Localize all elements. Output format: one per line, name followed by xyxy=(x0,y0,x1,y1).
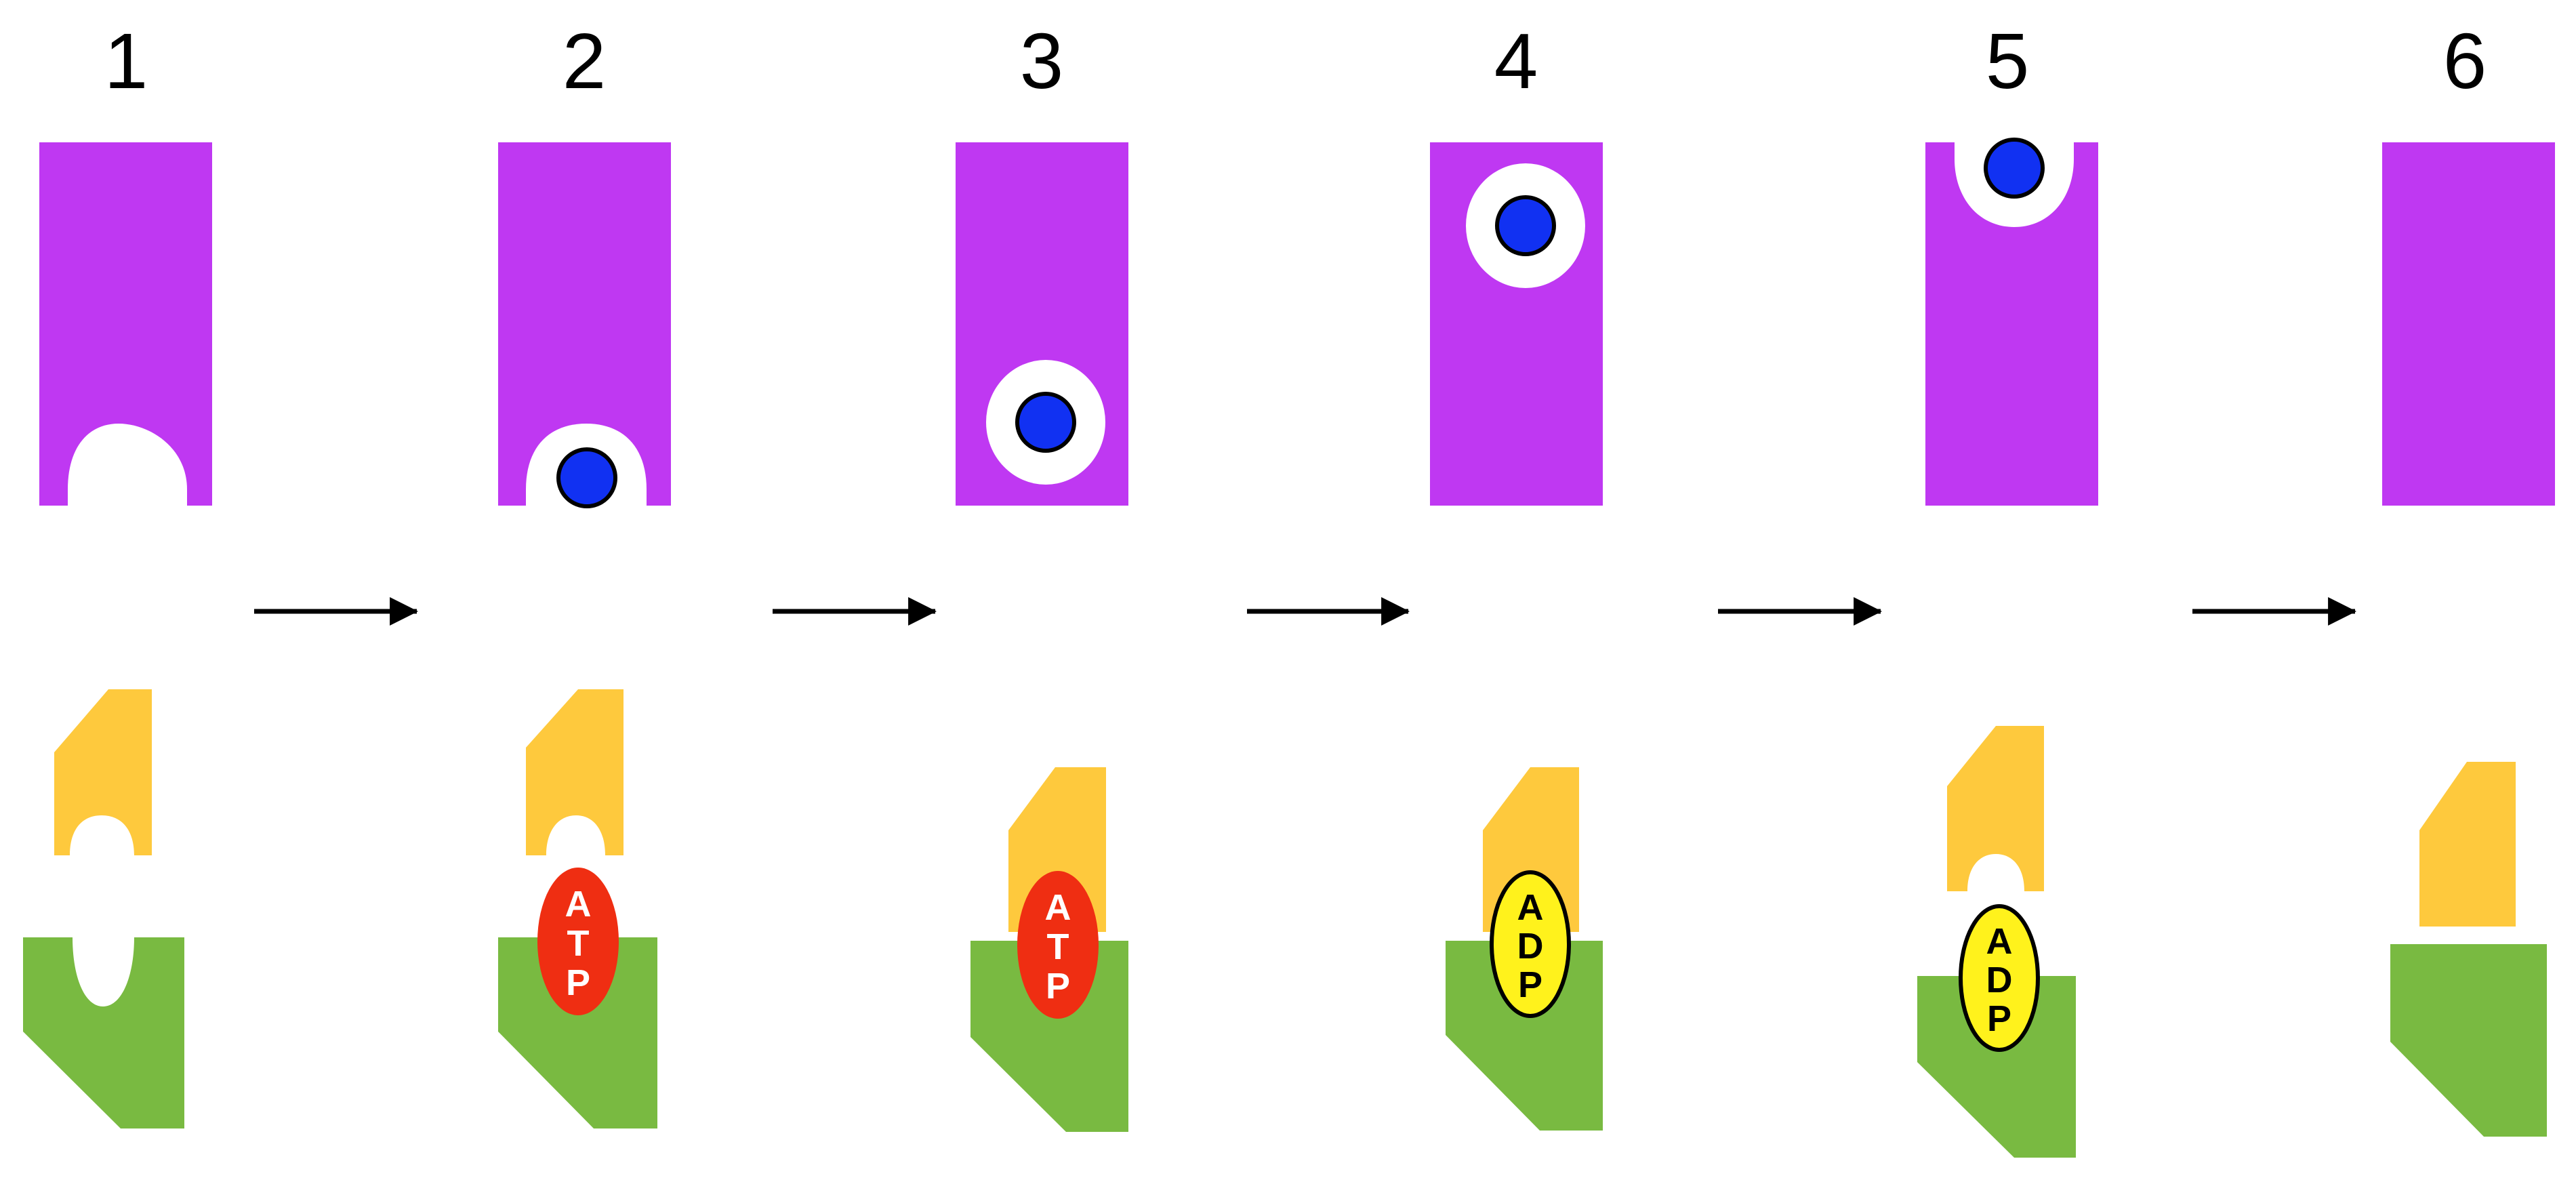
svg-text:P: P xyxy=(566,962,590,1003)
lower-subunit xyxy=(23,937,184,1128)
step-number-4: 4 xyxy=(1494,17,1538,105)
step-number-1: 1 xyxy=(104,17,148,105)
adp-molecule: A D P xyxy=(1959,904,2040,1052)
lower-subunit xyxy=(498,937,657,1128)
motor-step-5: A D P xyxy=(1917,726,2076,1158)
substrate-molecule xyxy=(1495,195,1556,256)
substrate-molecule xyxy=(556,447,617,508)
svg-text:P: P xyxy=(1518,964,1542,1005)
motor-step-1 xyxy=(23,689,184,1128)
upper-subunit xyxy=(526,689,623,855)
channel-step-3 xyxy=(956,142,1128,506)
motor-step-3: A T P xyxy=(970,767,1128,1132)
step-number-6: 6 xyxy=(2443,17,2487,105)
svg-text:A: A xyxy=(1045,887,1071,928)
step-number-5: 5 xyxy=(1986,17,2030,105)
motor-step-4: A D P xyxy=(1446,767,1603,1131)
svg-text:D: D xyxy=(1986,960,2013,1000)
adp-molecule: A D P xyxy=(1490,870,1571,1018)
substrate-molecule xyxy=(1015,392,1076,453)
channel-step-1 xyxy=(39,142,212,506)
lower-subunit xyxy=(1917,976,2076,1158)
channel-step-4 xyxy=(1430,142,1603,506)
svg-text:A: A xyxy=(565,884,592,924)
svg-text:P: P xyxy=(1987,998,2011,1039)
step-number-3: 3 xyxy=(1020,17,1064,105)
substrate-molecule xyxy=(1984,138,2045,199)
atp-molecule: A T P xyxy=(537,868,619,1015)
channel-step-5 xyxy=(1925,138,2098,506)
upper-subunit xyxy=(1947,726,2044,891)
svg-text:T: T xyxy=(1047,927,1069,967)
motor-step-6 xyxy=(2390,762,2547,1137)
lower-subunit xyxy=(1446,941,1603,1131)
lower-subunit xyxy=(2390,944,2547,1137)
step-number-2: 2 xyxy=(563,17,607,105)
channel-step-6 xyxy=(2382,142,2555,506)
svg-text:T: T xyxy=(567,923,590,964)
upper-subunit xyxy=(54,689,152,855)
motor-step-2: A T P xyxy=(498,689,657,1128)
channel-step-2 xyxy=(498,142,671,508)
atp-molecule: A T P xyxy=(1017,871,1099,1019)
upper-subunit xyxy=(2419,762,2516,927)
svg-text:P: P xyxy=(1046,966,1070,1006)
svg-text:A: A xyxy=(1986,921,2013,962)
svg-text:A: A xyxy=(1517,887,1544,928)
svg-text:D: D xyxy=(1517,926,1544,967)
